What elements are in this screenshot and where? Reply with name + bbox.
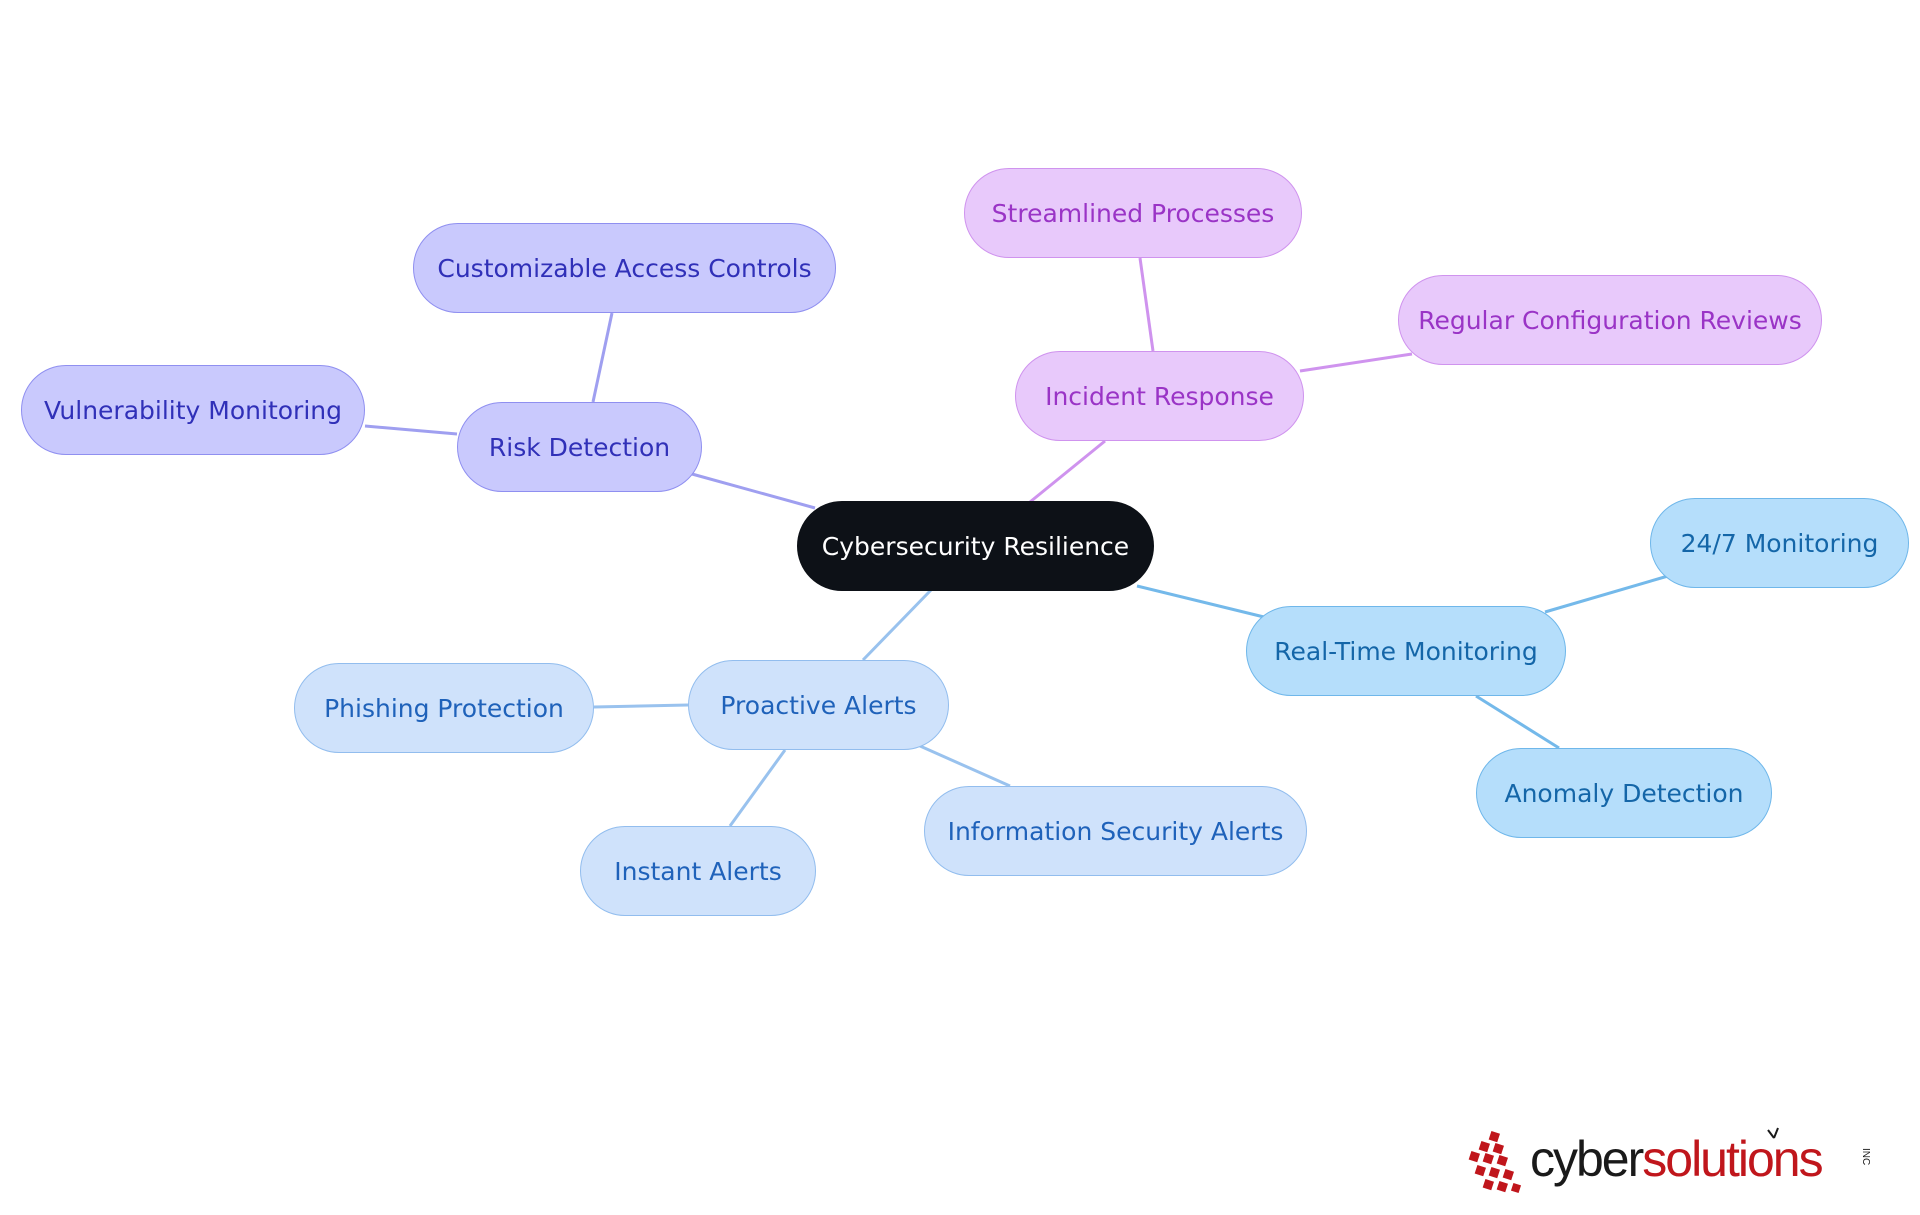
edge-root-incident-response — [1029, 439, 1106, 504]
edge-root-risk-detection — [691, 472, 816, 510]
logo-word-cyber: cyber — [1530, 1131, 1644, 1187]
leaf-anomaly-detection[interactable]: Anomaly Detection — [1476, 748, 1772, 838]
logo-word-solutions: solutions — [1642, 1131, 1822, 1187]
edge-monitoring-anomaly-detection — [1475, 694, 1560, 750]
cybersolutions-logo: cybersolutions INC — [1468, 1126, 1878, 1196]
leaf-information-security-alerts[interactable]: Information Security Alerts — [924, 786, 1307, 876]
edge-root-proactive-alerts — [861, 588, 933, 662]
logo-suffix: INC — [1860, 1148, 1871, 1165]
leaf-regular-configuration-reviews[interactable]: Regular Configuration Reviews — [1398, 275, 1822, 365]
edge-incident-regular-configuration-reviews — [1299, 352, 1413, 373]
edge-alerts-instant-alerts — [728, 749, 787, 827]
leaf-instant-alerts[interactable]: Instant Alerts — [580, 826, 816, 916]
branch-real-time-monitoring[interactable]: Real-Time Monitoring — [1246, 606, 1566, 696]
branch-proactive-alerts[interactable]: Proactive Alerts — [688, 660, 949, 750]
logo-squares-icon — [1468, 1130, 1522, 1194]
edge-alerts-information-security-alerts — [919, 744, 1011, 788]
root-node[interactable]: Cybersecurity Resilience — [797, 501, 1154, 591]
edge-risk-customizable-access-controls — [591, 312, 614, 403]
branch-incident-response[interactable]: Incident Response — [1015, 351, 1304, 441]
edge-monitoring-24-7-monitoring — [1544, 574, 1669, 614]
logo-graphic: cybersolutions INC — [1468, 1127, 1871, 1194]
svg-text:cybersolutions: cybersolutions — [1530, 1131, 1823, 1187]
leaf-phishing-protection[interactable]: Phishing Protection — [294, 663, 594, 753]
leaf-24-7-monitoring[interactable]: 24/7 Monitoring — [1650, 498, 1909, 588]
leaf-streamlined-processes[interactable]: Streamlined Processes — [964, 168, 1302, 258]
branch-risk-detection[interactable]: Risk Detection — [457, 402, 702, 492]
edge-root-real-time-monitoring — [1136, 584, 1265, 619]
leaf-customizable-access-controls[interactable]: Customizable Access Controls — [413, 223, 836, 313]
leaf-vulnerability-monitoring[interactable]: Vulnerability Monitoring — [21, 365, 365, 455]
edge-risk-vulnerability-monitoring — [364, 424, 458, 436]
edge-incident-streamlined-processes — [1138, 257, 1155, 352]
logo-accent-icon — [1767, 1127, 1779, 1139]
edge-alerts-phishing-protection — [593, 703, 689, 709]
